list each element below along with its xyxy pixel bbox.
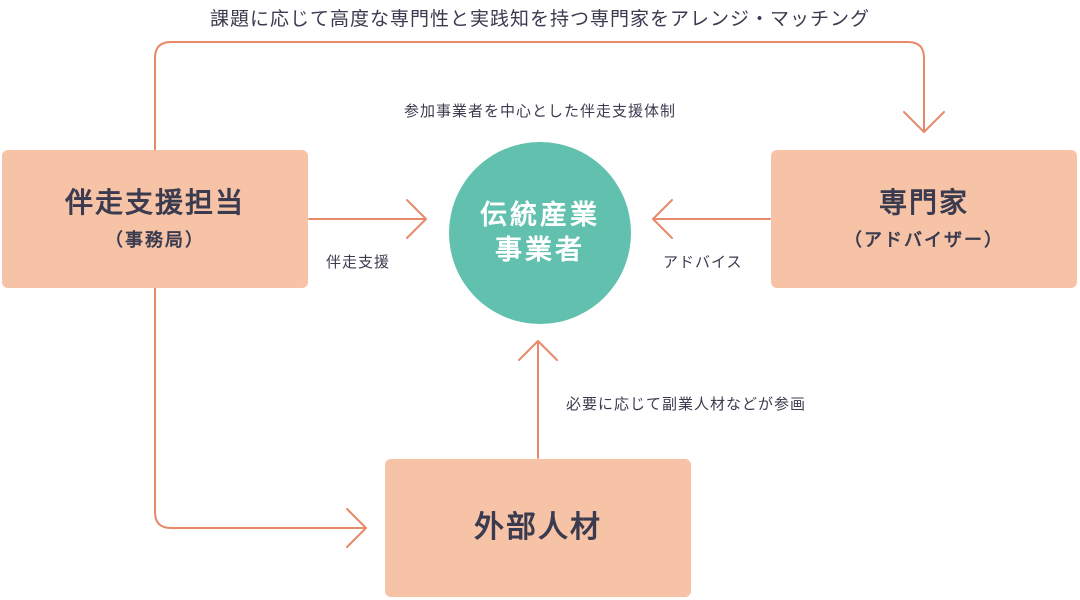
- external-talent-box: 外部人材: [385, 459, 691, 597]
- matching-arrow-line: [154, 41, 925, 151]
- participate-arrow-head: [518, 340, 558, 361]
- support-system-caption: 参加事業者を中心とした伴走支援体制: [403, 102, 676, 120]
- side-job-talent-label: 必要に応じて副業人材などが参画: [566, 395, 807, 413]
- dispatch-arrow-head: [346, 508, 367, 548]
- support-staff-subtitle: （事務局）: [105, 229, 205, 251]
- business-operator-circle: 伝統産業 事業者: [449, 142, 631, 324]
- accompany-arrow-head: [406, 199, 427, 239]
- support-staff-box: 伴走支援担当 （事務局）: [2, 150, 308, 288]
- matching-arrow-head: [903, 111, 945, 133]
- expert-title: 専門家: [878, 186, 969, 220]
- expert-subtitle: （アドバイザー）: [844, 229, 1004, 251]
- dispatch-arrow-line: [154, 287, 366, 529]
- advice-arrow-head: [652, 199, 673, 239]
- matching-caption: 課題に応じて高度な専門性と実践知を持つ専門家をアレンジ・マッチング: [209, 8, 870, 30]
- accompany-label: 伴走支援: [326, 253, 391, 271]
- external-talent-title: 外部人材: [474, 510, 602, 545]
- advice-label: アドバイス: [663, 253, 743, 271]
- support-staff-title: 伴走支援担当: [64, 186, 245, 220]
- expert-box: 専門家 （アドバイザー）: [771, 150, 1077, 288]
- circle-label-line2: 事業者: [495, 235, 585, 266]
- circle-label-line1: 伝統産業: [480, 199, 600, 231]
